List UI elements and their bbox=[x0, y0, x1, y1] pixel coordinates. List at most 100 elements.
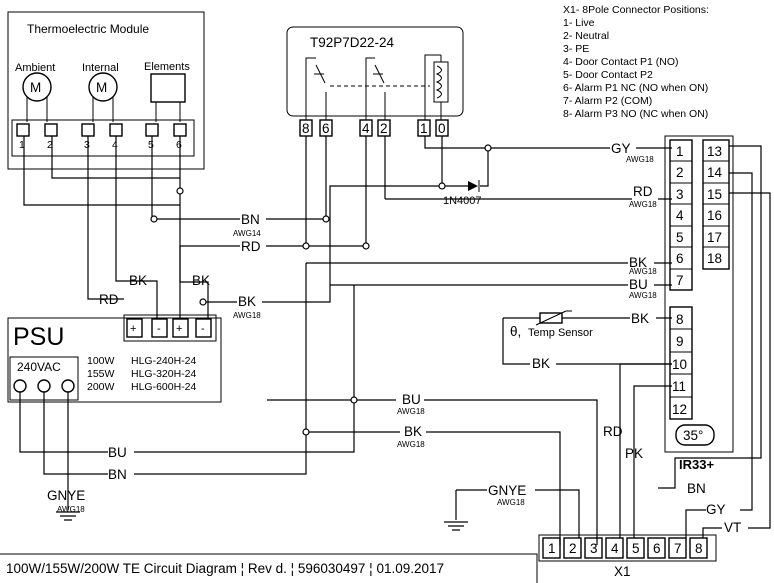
ctrl-pin-12: 12 bbox=[672, 402, 687, 417]
wire-gnye-left-awg: AWG18 bbox=[57, 505, 85, 514]
x1-pin-7: 7 bbox=[674, 541, 682, 556]
psu-200w: 200W bbox=[87, 381, 115, 393]
legend-item-5: 5- Door Contact P2 bbox=[563, 69, 653, 81]
psu-155w: 155W bbox=[87, 368, 115, 380]
ctrl-pin-5: 5 bbox=[676, 230, 684, 245]
relay-pin-4: 4 bbox=[362, 121, 370, 136]
x1-name: X1 bbox=[614, 564, 631, 579]
wire-vt-x1: VT bbox=[724, 520, 741, 535]
controller-display-value: 35° bbox=[683, 428, 703, 443]
psu-100w-model: HLG-240H-24 bbox=[131, 355, 197, 367]
connector-legend: X1- 8Pole Connector Positions: 1- Live 2… bbox=[563, 4, 709, 120]
diagram-title: 100W/155W/200W TE Circuit Diagram ¦ Rev … bbox=[6, 561, 444, 576]
psu-term-plus-2: + bbox=[176, 323, 182, 335]
ctrl-pin-3: 3 bbox=[676, 187, 684, 202]
legend-item-1: 1- Live bbox=[563, 17, 595, 29]
relay-title: T92P7D22-24 bbox=[310, 35, 395, 50]
ctrl-pin-11: 11 bbox=[672, 379, 686, 394]
elements-block-icon bbox=[150, 73, 186, 103]
wire-bu-low-awg: AWG18 bbox=[397, 407, 425, 416]
wire-gy-x1: GY bbox=[706, 502, 726, 517]
legend-item-7: 7- Alarm P2 (COM) bbox=[563, 95, 652, 107]
te-terminal-2: 2 bbox=[47, 139, 53, 151]
legend-item-4: 4- Door Contact P1 (NO) bbox=[563, 56, 679, 68]
wire-bk-6-awg: AWG18 bbox=[629, 267, 657, 276]
x1-pin-6: 6 bbox=[653, 541, 661, 556]
ctrl-pin-2: 2 bbox=[676, 165, 684, 180]
wire-rd-main: RD bbox=[241, 239, 261, 254]
ctrl-pin-18: 18 bbox=[707, 251, 722, 266]
ctrl-pin-16: 16 bbox=[707, 208, 722, 223]
controller-body bbox=[664, 135, 734, 453]
te-terminal-strip bbox=[11, 119, 195, 157]
psu-155w-model: HLG-320H-24 bbox=[131, 368, 197, 380]
wire-bk-mid: BK bbox=[238, 294, 256, 309]
wire-rd-ctrl: RD bbox=[633, 184, 653, 199]
x1-pin-4: 4 bbox=[611, 541, 619, 556]
legend-item-6: 6- Alarm P1 NC (NO when ON) bbox=[563, 82, 708, 94]
x1-pin-2: 2 bbox=[569, 541, 577, 556]
legend-item-8: 8- Alarm P3 NO (NC when ON) bbox=[563, 108, 708, 120]
te-terminal-6: 6 bbox=[176, 139, 182, 151]
wire-bu-7-awg: AWG18 bbox=[629, 291, 657, 300]
wire-bk-8: BK bbox=[631, 311, 649, 326]
thermoelectric-module: Thermoelectric Module Ambient Internal E… bbox=[7, 11, 205, 170]
ctrl-pin-4: 4 bbox=[676, 208, 684, 223]
wire-gy-top: GY bbox=[611, 141, 631, 156]
x1-pin-boxes bbox=[542, 537, 708, 559]
ctrl-pin-13: 13 bbox=[707, 144, 722, 159]
psu-200w-model: HLG-600H-24 bbox=[131, 381, 197, 393]
psu-body bbox=[7, 317, 222, 403]
wiring bbox=[19, 136, 771, 545]
te-module-title: Thermoelectric Module bbox=[27, 22, 149, 36]
wire-gnye-right-awg: AWG18 bbox=[497, 498, 525, 507]
psu-title: PSU bbox=[13, 323, 64, 351]
ctrl-pin-10: 10 bbox=[672, 357, 687, 372]
te-terminal-3: 3 bbox=[84, 139, 90, 151]
ctrl-pin-15: 15 bbox=[707, 187, 722, 202]
relay: T92P7D22-24 8 6 4 2 1 0 bbox=[286, 26, 464, 137]
wire-bn-main: BN bbox=[241, 212, 260, 227]
ambient-label: Ambient bbox=[15, 62, 55, 74]
wire-labels: GY AWG18 RD AWG18 BN AWG14 RD BK BK RD B… bbox=[47, 141, 741, 535]
wire-bk-6: BK bbox=[629, 255, 647, 270]
temp-sensor-symbol: θ, bbox=[510, 324, 521, 339]
ambient-motor-symbol: M bbox=[30, 80, 41, 95]
wire-bk-mid-awg: AWG18 bbox=[233, 311, 261, 320]
wire-bk-psu-b: BK bbox=[192, 273, 210, 288]
ctrl-pin-17: 17 bbox=[707, 230, 722, 245]
ctrl-pin-7: 7 bbox=[676, 273, 684, 288]
internal-motor-symbol: M bbox=[96, 80, 107, 95]
x1-pin-8: 8 bbox=[695, 541, 703, 556]
relay-pin-2: 2 bbox=[380, 121, 388, 136]
wire-bk-psu-a: BK bbox=[129, 273, 147, 288]
temp-sensor-label: Temp Sensor bbox=[528, 327, 593, 339]
psu-output-terminals bbox=[126, 318, 212, 338]
title-block-border bbox=[0, 553, 538, 583]
psu: PSU 240VAC 100W HLG-240H-24 155W HLG-320… bbox=[7, 314, 222, 403]
psu-term-minus-1: - bbox=[157, 323, 161, 335]
wire-bn-x1: BN bbox=[687, 481, 706, 496]
wire-bu-left: BU bbox=[108, 445, 127, 460]
wire-bn-left: BN bbox=[108, 467, 127, 482]
x1-connector: 1 2 3 4 5 6 7 8 X1 bbox=[538, 534, 717, 579]
wire-bk-low-awg: AWG18 bbox=[397, 440, 425, 449]
relay-pin-1: 1 bbox=[420, 121, 428, 136]
ir33-controller: 1 2 3 4 5 6 7 13 14 15 16 17 18 8 9 10 1… bbox=[664, 135, 734, 472]
wire-gy-top-awg: AWG18 bbox=[626, 155, 654, 164]
wire-gnye-left: GNYE bbox=[47, 488, 85, 503]
ctrl-pin-14: 14 bbox=[707, 165, 723, 180]
wire-bu-7: BU bbox=[629, 277, 648, 292]
te-terminal-boxes bbox=[16, 123, 187, 137]
legend-item-2: 2- Neutral bbox=[563, 30, 609, 42]
x1-pin-1: 1 bbox=[548, 541, 556, 556]
psu-term-plus-1: + bbox=[130, 323, 136, 335]
relay-pin-8: 8 bbox=[302, 121, 310, 136]
psu-term-minus-2: - bbox=[201, 323, 205, 335]
te-terminal-4: 4 bbox=[112, 139, 118, 151]
controller-right-pins bbox=[702, 139, 730, 270]
wire-gnye-right: GNYE bbox=[488, 483, 526, 498]
relay-pin-0: 0 bbox=[438, 121, 446, 136]
legend-title: X1- 8Pole Connector Positions: bbox=[563, 4, 709, 16]
